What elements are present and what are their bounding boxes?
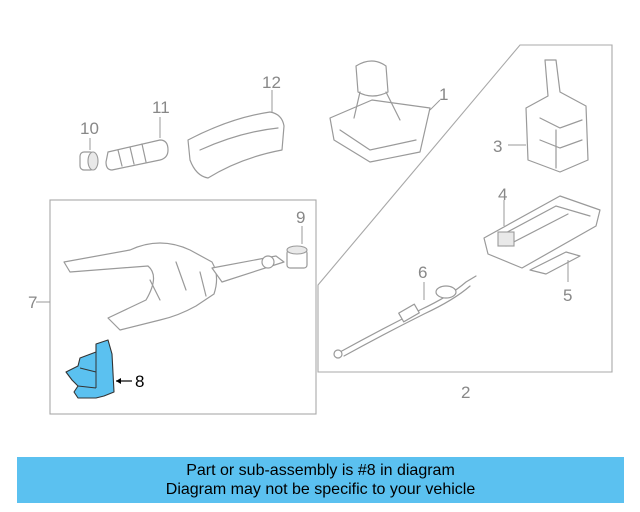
- callout-9: 9: [296, 208, 305, 227]
- banner-line-2: Diagram may not be specific to your vehi…: [165, 481, 476, 498]
- part-10-knob-cap: [79, 138, 99, 171]
- callout-4: 4: [498, 185, 507, 204]
- callout-3: 3: [493, 137, 502, 156]
- callout-12: 12: [262, 73, 281, 92]
- part-8-bracket-highlighted: [65, 339, 132, 399]
- callout-10: 10: [80, 119, 99, 138]
- part-4-shifter-base: [483, 195, 601, 269]
- frame-assembly-2: [317, 44, 613, 373]
- callout-6: 6: [418, 263, 427, 282]
- part-1-shift-boot: [329, 60, 441, 163]
- banner-line-1: Part or sub-assembly is #8 in diagram: [186, 462, 455, 479]
- part-3-shifter-mechanism: [508, 59, 589, 173]
- callout-5: 5: [563, 286, 572, 305]
- frame-assembly-7: [49, 199, 317, 415]
- part-12-boot: [187, 90, 285, 179]
- part-6-shift-cable: [333, 275, 477, 359]
- info-banner: Part or sub-assembly is #8 in diagram Di…: [17, 457, 624, 503]
- parts-diagram: 1 2 3 4 5 6 7 8 9 10 11 12: [28, 44, 613, 415]
- callout-7: 7: [28, 293, 37, 312]
- part-5-pad: [529, 251, 581, 282]
- callout-2: 2: [461, 383, 470, 402]
- part-7-brake-lever: [36, 242, 285, 331]
- callout-8: 8: [135, 372, 144, 391]
- part-11-grip-sleeve: [105, 117, 169, 171]
- part-9-bushing: [286, 226, 308, 269]
- callout-11: 11: [152, 98, 170, 117]
- callout-1: 1: [439, 85, 448, 104]
